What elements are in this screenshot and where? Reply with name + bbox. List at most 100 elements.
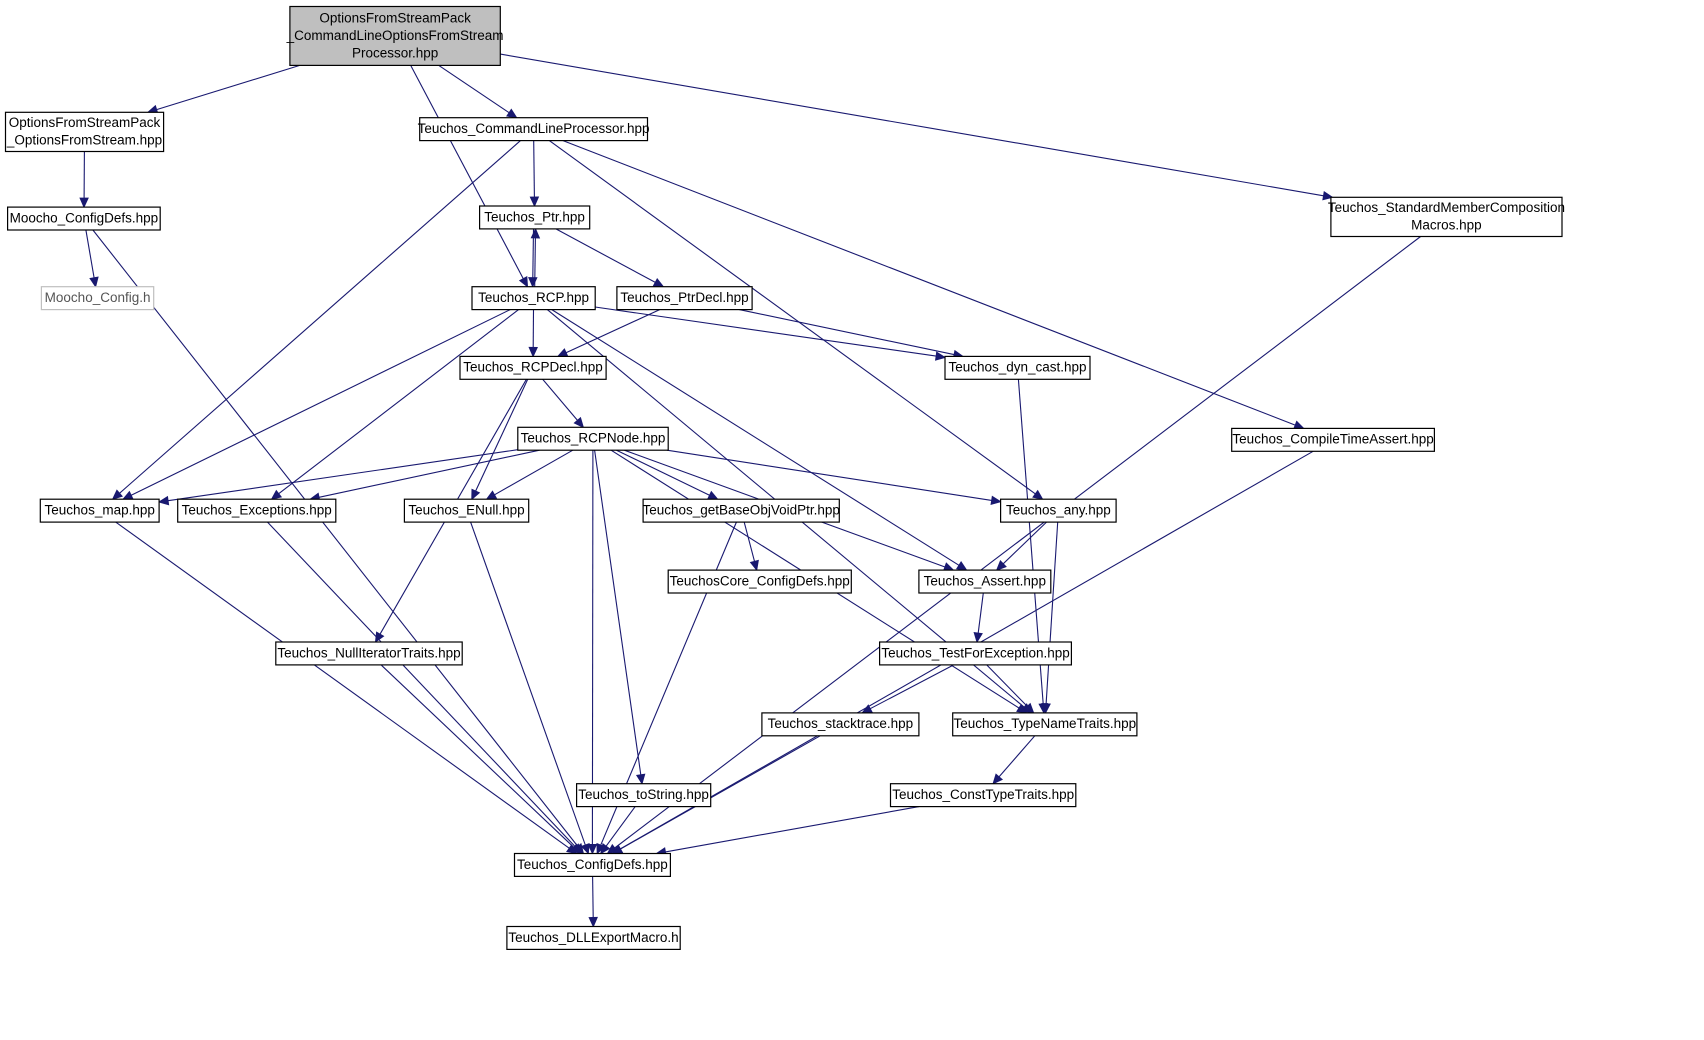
node-tccd[interactable]: TeuchosCore_ConfigDefs.hpp: [667, 569, 852, 594]
edge-rcpnode-to-any: [666, 449, 1002, 505]
node-rcpdecl[interactable]: Teuchos_RCPDecl.hpp: [459, 355, 607, 380]
edge-arrowhead: [529, 196, 540, 208]
edge-arrowhead: [1322, 190, 1334, 201]
node-box: [459, 355, 607, 380]
edge-line: [85, 229, 95, 278]
edge-line: [743, 521, 756, 562]
node-ptr[interactable]: Teuchos_Ptr.hpp: [479, 205, 591, 230]
node-root[interactable]: OptionsFromStreamPack_CommandLineOptions…: [286, 5, 504, 67]
edge-any-to-tnt: [1041, 522, 1059, 715]
node-label: Teuchos_CommandLineProcessor.hpp: [418, 121, 650, 136]
edge-clp-to-cta: [562, 140, 1305, 430]
edge-line: [542, 378, 578, 421]
node-dll[interactable]: Teuchos_DLLExportMacro.h: [506, 925, 681, 950]
node-box: [177, 498, 337, 523]
node-rcpnode[interactable]: Teuchos_RCPNode.hpp: [517, 426, 669, 451]
edge-line: [267, 521, 576, 848]
node-map[interactable]: Teuchos_map.hpp: [39, 498, 160, 523]
node-nit[interactable]: Teuchos_NullIteratorTraits.hpp: [275, 641, 463, 666]
edge-line: [739, 309, 955, 356]
node-box: [419, 117, 649, 142]
node-clp[interactable]: Teuchos_CommandLineProcessor.hpp: [418, 117, 650, 142]
edge-root-to-clp: [438, 64, 518, 119]
node-label: Teuchos_map.hpp: [45, 503, 155, 518]
edge-line: [494, 449, 574, 496]
node-smc[interactable]: Teuchos_StandardMemberCompositionMacros.…: [1328, 196, 1565, 238]
edge-tfe-to-tnt: [986, 664, 1035, 714]
node-box: [6, 206, 161, 231]
node-ctt[interactable]: Teuchos_ConstTypeTraits.hpp: [889, 783, 1077, 808]
edge-nit-to-tcd: [380, 664, 582, 855]
node-gbovp[interactable]: Teuchos_getBaseObjVoidPtr.hpp: [642, 498, 840, 523]
edge-line: [562, 140, 1296, 426]
node-box: [39, 498, 160, 523]
edge-ptrdecl-to-rcpdecl: [556, 309, 660, 357]
edge-arrowhead: [1293, 420, 1305, 430]
node-stack[interactable]: Teuchos_stacktrace.hpp: [761, 712, 920, 737]
node-tfe[interactable]: Teuchos_TestForException.hpp: [878, 641, 1072, 666]
edge-line: [555, 228, 656, 283]
edge-ptr-to-ptrdecl: [555, 228, 665, 288]
edge-line: [167, 449, 518, 502]
edge-line: [475, 379, 529, 492]
edge-line: [665, 806, 920, 853]
edge-line: [318, 449, 540, 498]
edge-ctt-to-tcd: [655, 806, 920, 857]
node-assert[interactable]: Teuchos_Assert.hpp: [918, 569, 1052, 594]
edge-arrowhead: [506, 108, 518, 119]
edge-line: [548, 140, 1036, 495]
node-box: [506, 925, 681, 950]
edge-root-to-ofs: [146, 64, 300, 114]
node-ptrdecl[interactable]: Teuchos_PtrDecl.hpp: [616, 286, 753, 311]
edge-arrowhead: [990, 495, 1002, 505]
node-any[interactable]: Teuchos_any.hpp: [999, 498, 1117, 523]
node-ofs[interactable]: OptionsFromStreamPack_OptionsFromStream.…: [4, 111, 165, 153]
node-tcd[interactable]: Teuchos_ConfigDefs.hpp: [513, 852, 671, 877]
node-box: [889, 783, 1077, 808]
node-label: Moocho_Config.h: [45, 290, 151, 305]
edge-arrowhead: [111, 489, 123, 501]
node-dyn[interactable]: Teuchos_dyn_cast.hpp: [944, 355, 1091, 380]
node-label: Moocho_ConfigDefs.hpp: [10, 210, 159, 225]
node-label: Teuchos_getBaseObjVoidPtr.hpp: [642, 503, 839, 518]
node-label: Teuchos_StandardMemberComposition: [1328, 200, 1565, 215]
edge-tostr-to-tcd: [600, 806, 636, 855]
node-box: [952, 712, 1138, 737]
node-label: Teuchos_dyn_cast.hpp: [948, 360, 1086, 375]
edge-rcp-to-ptr: [530, 227, 541, 287]
edge-rcpnode-to-enull: [485, 449, 574, 500]
edge-line: [380, 664, 575, 848]
node-rcp[interactable]: Teuchos_RCP.hpp: [471, 286, 596, 311]
node-label: Teuchos_NullIteratorTraits.hpp: [277, 645, 460, 660]
edge-rcpnode-to-gbovp: [616, 449, 719, 500]
node-box: [471, 286, 596, 311]
edge-arrowhead: [973, 632, 983, 644]
edge-line: [565, 309, 660, 354]
node-mcd[interactable]: Moocho_ConfigDefs.hpp: [6, 206, 161, 231]
edge-line: [410, 65, 524, 279]
node-label: Teuchos_toString.hpp: [578, 787, 709, 802]
edge-enull-to-tcd: [470, 521, 590, 855]
node-tostr[interactable]: Teuchos_toString.hpp: [575, 783, 712, 808]
node-label: Teuchos_Exceptions.hpp: [182, 503, 332, 518]
edge-line: [533, 140, 535, 198]
edge-arrowhead: [530, 227, 541, 239]
edge-arrowhead: [89, 276, 99, 288]
edge-arrowhead: [934, 351, 947, 361]
node-mcfg[interactable]: Moocho_Config.h: [40, 286, 155, 311]
edge-line: [595, 306, 937, 357]
node-cta[interactable]: Teuchos_CompileTimeAssert.hpp: [1231, 427, 1435, 452]
edge-line: [534, 237, 536, 287]
node-tnt[interactable]: Teuchos_TypeNameTraits.hpp: [952, 712, 1138, 737]
edge-arrowhead: [995, 559, 1007, 571]
edge-mcd-to-mcfg: [85, 229, 99, 288]
node-box: [616, 286, 753, 311]
node-label: _CommandLineOptionsFromStream: [286, 28, 504, 43]
node-box: [878, 641, 1072, 666]
node-label: Teuchos_TypeNameTraits.hpp: [954, 716, 1137, 731]
edge-rcpnode-to-tostr: [594, 450, 646, 785]
node-enull[interactable]: Teuchos_ENull.hpp: [403, 498, 530, 523]
node-exc[interactable]: Teuchos_Exceptions.hpp: [177, 498, 337, 523]
edge-arrowhead: [528, 277, 538, 288]
